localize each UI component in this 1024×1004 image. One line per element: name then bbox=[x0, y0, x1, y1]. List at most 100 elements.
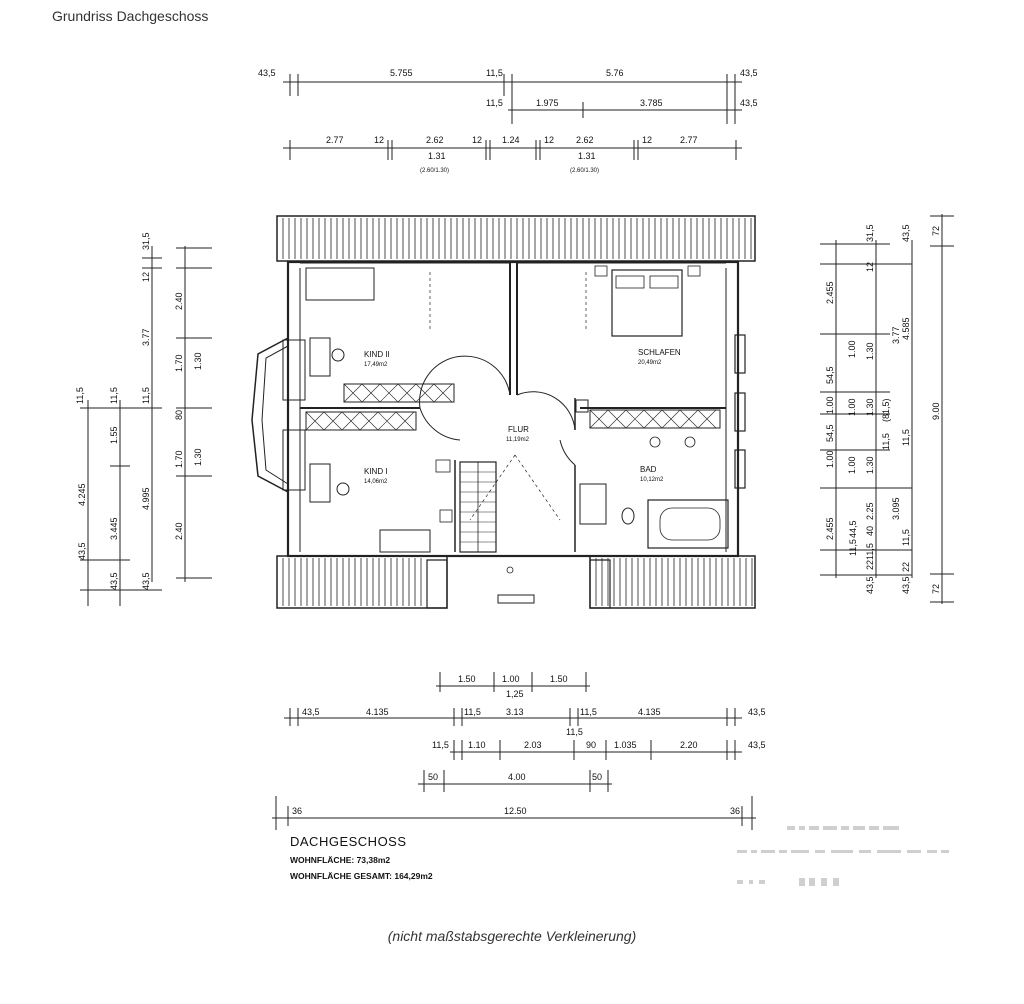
top-dimensions bbox=[283, 74, 742, 160]
top-dimension-labels: 43,5 5.755 11,5 5.76 43,5 11,5 1.975 3.7… bbox=[258, 68, 758, 174]
dim-label: 50 bbox=[592, 772, 602, 782]
dim-label: 11,5 bbox=[75, 387, 85, 404]
dim-label: 43,5 bbox=[901, 224, 911, 242]
right-dimension-labels: 2.455 54,5 1.00 54,5 1.00 2.455 11,5 44,… bbox=[825, 224, 941, 594]
dim-label: 43,5 bbox=[748, 740, 766, 750]
left-dimensions bbox=[80, 246, 212, 606]
dim-label: 11,5 bbox=[881, 433, 891, 450]
living-area-total: WOHNFLÄCHE GESAMT: 164,29m2 bbox=[290, 871, 433, 881]
dim-label: 43,5 bbox=[865, 576, 875, 594]
dim-label: 12 bbox=[472, 135, 482, 145]
building bbox=[251, 215, 756, 609]
dim-label: 2.62 bbox=[576, 135, 594, 145]
dim-label: 1.975 bbox=[536, 98, 559, 108]
dim-note: (2.60/1.30) bbox=[570, 168, 599, 174]
dim-label: 12 bbox=[374, 135, 384, 145]
dim-label: 11,5 bbox=[486, 68, 503, 78]
dim-label: 11,5 bbox=[109, 387, 119, 404]
dim-label: 72 bbox=[931, 584, 941, 594]
dim-label: 1.00 bbox=[825, 450, 835, 468]
dim-label: 2.25 bbox=[865, 502, 875, 520]
dim-note: (2.60/1.30) bbox=[420, 168, 449, 174]
dim-label: 2.77 bbox=[680, 135, 698, 145]
dim-label: 54,5 bbox=[825, 366, 835, 384]
dim-label: 36 bbox=[292, 806, 302, 816]
dim-label: 90 bbox=[586, 740, 596, 750]
dim-label: 4.585 bbox=[901, 317, 911, 340]
dim-label: 1.30 bbox=[193, 448, 203, 466]
title-block: DACHGESCHOSS WOHNFLÄCHE: 73,38m2 WOHNFLÄ… bbox=[290, 834, 433, 881]
dim-label: 1.00 bbox=[847, 340, 857, 358]
room-area-flur: 11,19m2 bbox=[506, 437, 530, 443]
dim-label: 3.13 bbox=[506, 707, 524, 717]
dim-label: 5.755 bbox=[390, 68, 413, 78]
bottom-dimensions bbox=[272, 672, 756, 830]
room-labels: KIND II 17,49m2 SCHLAFEN 20,49m2 FLUR 11… bbox=[364, 348, 681, 485]
dim-label: 5.76 bbox=[606, 68, 624, 78]
dim-label: 11,5 bbox=[141, 387, 151, 404]
dim-label: (81,5) bbox=[881, 398, 891, 422]
dim-label: 2.455 bbox=[825, 281, 835, 304]
dim-label: 1.30 bbox=[865, 456, 875, 474]
dim-label: 11,5 bbox=[848, 539, 858, 556]
dim-label: 1,25 bbox=[506, 689, 524, 699]
room-area-kind-2: 17,49m2 bbox=[364, 362, 388, 368]
page-heading: Grundriss Dachgeschoss bbox=[52, 8, 209, 24]
dim-label: 1.50 bbox=[550, 674, 568, 684]
dim-label: 1.70 bbox=[174, 450, 184, 468]
dim-label: 11,5 bbox=[432, 740, 449, 750]
bottom-dimension-labels: 1.50 1.00 1.50 1,25 43,5 4.135 11,5 3.13… bbox=[292, 674, 766, 816]
dim-label: 4.135 bbox=[638, 707, 661, 717]
right-dimensions bbox=[820, 214, 954, 604]
caption: (nicht maßstabsgerechte Verkleinerung) bbox=[387, 928, 637, 944]
dim-label: 1.55 bbox=[109, 426, 119, 444]
dim-label: 50 bbox=[428, 772, 438, 782]
room-name-schlafen: SCHLAFEN bbox=[638, 348, 681, 357]
dim-label: 3.785 bbox=[640, 98, 663, 108]
dim-label: 1.31 bbox=[578, 151, 596, 161]
dim-label: 11,5 bbox=[865, 543, 875, 560]
dim-label: 22 bbox=[901, 562, 911, 572]
dim-label: 4.00 bbox=[508, 772, 526, 782]
dim-label: 1.00 bbox=[847, 398, 857, 416]
dim-label: 2.455 bbox=[825, 517, 835, 540]
dim-label: 36 bbox=[730, 806, 740, 816]
left-dimension-labels: 31,5 12 2.40 3.77 1.70 1.30 11,5 80 1.70… bbox=[75, 232, 203, 590]
dim-label: 1.30 bbox=[865, 342, 875, 360]
dim-label: 72 bbox=[931, 226, 941, 236]
dim-label: 11,5 bbox=[901, 529, 911, 546]
dim-label: 43,5 bbox=[109, 572, 119, 590]
dim-label: 9.00 bbox=[931, 402, 941, 420]
living-area: WOHNFLÄCHE: 73,38m2 bbox=[290, 855, 391, 865]
dim-label: 2.40 bbox=[174, 522, 184, 540]
floor-name: DACHGESCHOSS bbox=[290, 834, 407, 849]
dim-label: 11,5 bbox=[486, 98, 503, 108]
dim-label: 43,5 bbox=[77, 542, 87, 560]
dim-label: 1.70 bbox=[174, 354, 184, 372]
room-name-flur: FLUR bbox=[508, 425, 529, 434]
dim-label: 4.245 bbox=[77, 483, 87, 506]
dim-label: 12 bbox=[642, 135, 652, 145]
roof-hatch-bottom bbox=[282, 558, 753, 606]
dim-label: 3.095 bbox=[891, 497, 901, 520]
dim-label: 31,5 bbox=[865, 224, 875, 242]
dim-label: 1.30 bbox=[865, 398, 875, 416]
room-area-schlafen: 20,49m2 bbox=[638, 360, 662, 366]
room-name-kind-1: KIND I bbox=[364, 467, 388, 476]
dim-label: 1.035 bbox=[614, 740, 637, 750]
dim-label: 43,5 bbox=[302, 707, 320, 717]
room-area-bad: 10,12m2 bbox=[640, 477, 664, 483]
dim-label: 1.24 bbox=[502, 135, 520, 145]
dim-label: 2.20 bbox=[680, 740, 698, 750]
dim-label: 3.445 bbox=[109, 517, 119, 540]
dim-label: 11,5 bbox=[580, 707, 597, 717]
dim-label: 80 bbox=[174, 410, 184, 420]
dim-label: 4.135 bbox=[366, 707, 389, 717]
dim-label: 12.50 bbox=[504, 806, 527, 816]
dim-label: 1.00 bbox=[502, 674, 520, 684]
faded-stamp bbox=[737, 826, 949, 886]
dim-label: 1.50 bbox=[458, 674, 476, 684]
dim-label: 1.31 bbox=[428, 151, 446, 161]
dim-label: 43,5 bbox=[740, 68, 758, 78]
